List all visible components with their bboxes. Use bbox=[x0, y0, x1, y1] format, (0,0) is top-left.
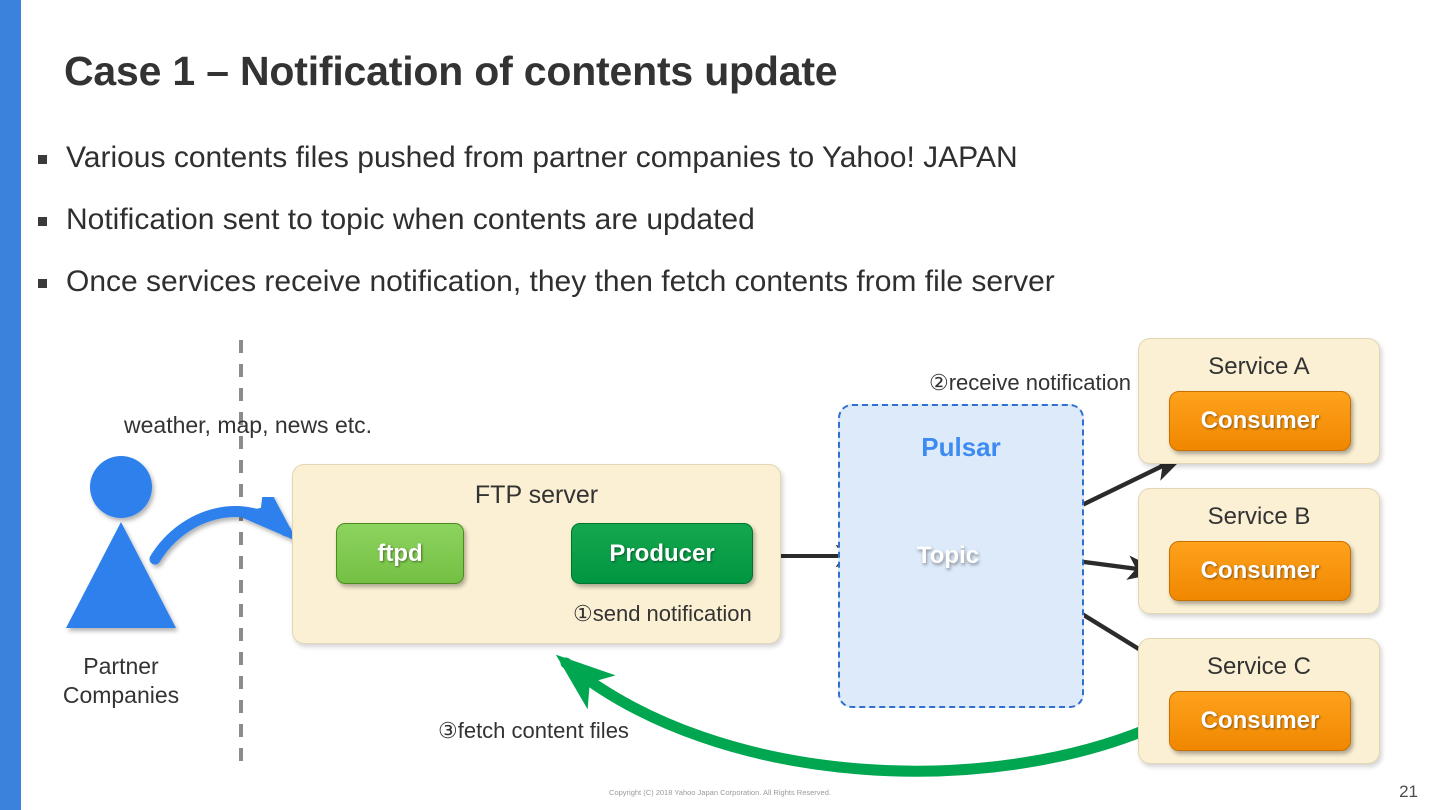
topic-node-label[interactable]: Topic bbox=[916, 541, 980, 569]
page-title: Case 1 – Notification of contents update bbox=[64, 48, 838, 94]
service-c-title: Service C bbox=[1206, 653, 1312, 680]
list-item: Various contents files pushed from partn… bbox=[38, 136, 1378, 198]
pulsar-title: Pulsar bbox=[921, 432, 1001, 462]
service-c-consumer[interactable]: Consumer bbox=[1169, 691, 1351, 751]
partner-caption-line1: Partner bbox=[83, 653, 159, 679]
ftp-server-box: FTP server ftpd Producer bbox=[292, 464, 781, 644]
partner-caption-line2: Companies bbox=[62, 682, 180, 708]
bullet-text: Notification sent to topic when contents… bbox=[66, 203, 755, 236]
data-types-label: weather, map, news etc. bbox=[124, 412, 373, 438]
page-number: 21 bbox=[1399, 782, 1418, 801]
service-a-title: Service A bbox=[1208, 353, 1310, 380]
service-b-consumer[interactable]: Consumer bbox=[1169, 541, 1351, 601]
bullet-text: Various contents files pushed from partn… bbox=[66, 141, 1018, 174]
partner-companies-caption: Partner Companies bbox=[60, 652, 182, 710]
service-a-consumer[interactable]: Consumer bbox=[1169, 391, 1351, 451]
step2-label: ②receive notification bbox=[929, 370, 1131, 395]
partner-actor-icon bbox=[66, 456, 176, 628]
service-b-title: Service B bbox=[1207, 503, 1311, 530]
ftpd-node[interactable]: ftpd bbox=[336, 523, 464, 584]
service-c-box: Service C Consumer bbox=[1138, 638, 1380, 764]
list-item: Once services receive notification, they… bbox=[38, 260, 1378, 322]
pulsar-container: Pulsar bbox=[838, 404, 1084, 708]
step3-label: ③fetch content files bbox=[438, 718, 629, 743]
bullet-list: Various contents files pushed from partn… bbox=[38, 136, 1378, 322]
service-b-box: Service B Consumer bbox=[1138, 488, 1380, 614]
producer-node[interactable]: Producer bbox=[571, 523, 753, 584]
push-content-arrow bbox=[149, 479, 298, 565]
service-a-box: Service A Consumer bbox=[1138, 338, 1380, 464]
copyright-notice: Copyright (C) 2018 Yahoo Japan Corporati… bbox=[609, 788, 831, 797]
step1-label: ①send notification bbox=[573, 601, 752, 626]
bullet-square-icon bbox=[38, 279, 47, 288]
bullet-text: Once services receive notification, they… bbox=[66, 265, 1055, 298]
list-item: Notification sent to topic when contents… bbox=[38, 198, 1378, 260]
ftp-server-title: FTP server bbox=[474, 481, 599, 509]
bullet-square-icon bbox=[38, 155, 47, 164]
bullet-square-icon bbox=[38, 217, 47, 226]
left-accent-bar bbox=[0, 0, 21, 810]
